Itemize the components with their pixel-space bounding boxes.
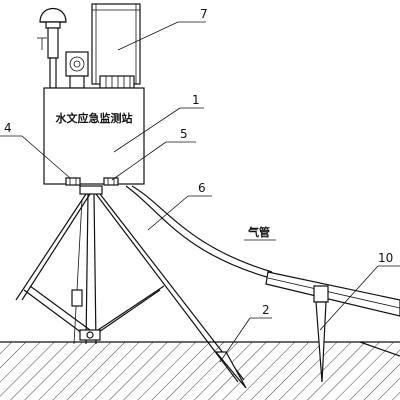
- tripod: [15, 193, 247, 389]
- air-pipe-label: 气管: [247, 225, 270, 239]
- callout-10: 10: [378, 251, 393, 265]
- power-cylinder: [91, 3, 141, 89]
- callout-6: 6: [198, 181, 206, 195]
- callout-2: 2: [262, 303, 270, 317]
- gps-antenna: [37, 7, 67, 89]
- callout-1: 1: [192, 93, 200, 107]
- station-box: 水文应急监测站: [43, 87, 145, 195]
- station-label: 水文应急监测站: [56, 111, 133, 125]
- leader-lines: [0, 21, 400, 363]
- callout-4: 4: [4, 121, 12, 135]
- camera-unit: [65, 51, 89, 89]
- callout-5: 5: [180, 127, 188, 141]
- callout-7: 7: [200, 7, 208, 21]
- callouts: 7 1 4 5 6 2 10 气管: [4, 7, 393, 317]
- ground: [0, 341, 400, 400]
